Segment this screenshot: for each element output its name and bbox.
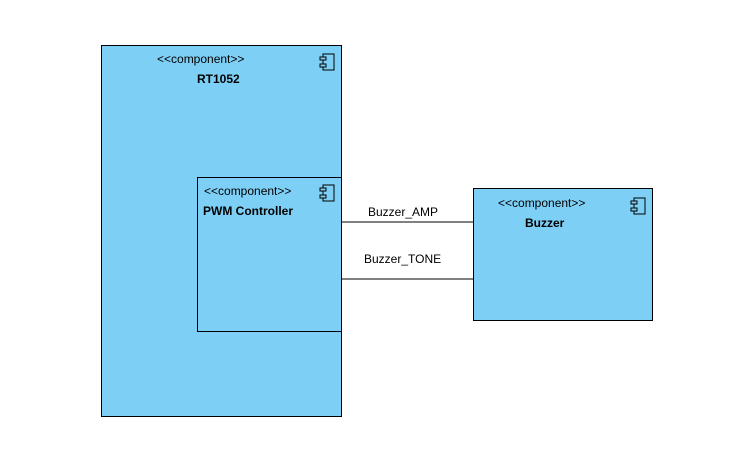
component-icon bbox=[319, 53, 335, 71]
component-pwm-controller[interactable]: <<component>> PWM Controller bbox=[197, 177, 342, 332]
connector-label-buzzer-amp: Buzzer_AMP bbox=[368, 205, 439, 219]
component-icon bbox=[319, 184, 335, 202]
component-name: RT1052 bbox=[197, 72, 240, 86]
component-stereotype: <<component>> bbox=[498, 196, 586, 210]
component-icon bbox=[630, 197, 646, 215]
component-buzzer[interactable]: <<component>> Buzzer bbox=[473, 188, 653, 321]
component-name: Buzzer bbox=[525, 216, 565, 230]
component-stereotype: <<component>> bbox=[204, 184, 292, 198]
connector-label-buzzer-tone: Buzzer_TONE bbox=[364, 252, 442, 266]
component-name: PWM Controller bbox=[203, 204, 293, 218]
component-stereotype: <<component>> bbox=[157, 52, 245, 66]
